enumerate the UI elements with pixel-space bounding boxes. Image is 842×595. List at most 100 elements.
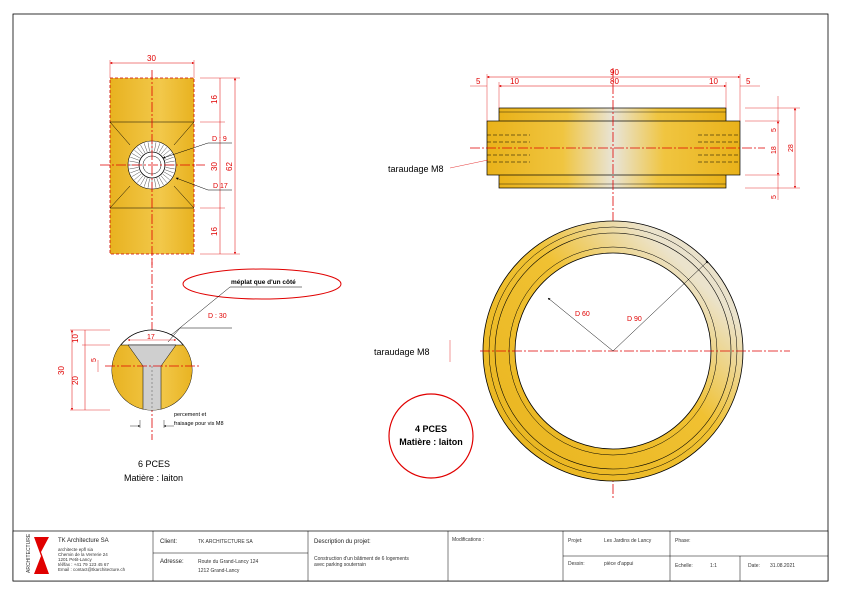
date-value: 31.08.2021 [770, 563, 795, 569]
dim-section-h: 30 [57, 366, 66, 375]
hatch-line [158, 177, 164, 186]
hatch-line [130, 156, 139, 161]
left-part-dimensions: 30 16 30 62 16 D : 9 D 17 [109, 54, 240, 255]
hatch-line [147, 178, 150, 188]
phase-label: Phase: [675, 538, 691, 544]
hatch-line [129, 167, 139, 170]
date-label: Date: [748, 563, 760, 569]
dim-h-top: 5 [771, 128, 778, 132]
dim-right-step: 10 [709, 77, 718, 86]
logo-text: ARCHITECTURE [26, 533, 32, 573]
hatch-line [131, 171, 140, 177]
address-label: Adresse: [160, 559, 184, 565]
thread-label-2: taraudage M8 [374, 347, 430, 357]
note-drilling-1: percement et [174, 412, 207, 418]
dim-d-small: D 60 [575, 311, 590, 318]
hatch-line [140, 144, 146, 153]
dessin-label: Dessin: [568, 561, 585, 567]
hatch-line [154, 142, 157, 152]
dim-top: 16 [210, 95, 219, 104]
client-label: Client: [160, 539, 177, 545]
hatch-line [160, 175, 167, 183]
modifications-label: Modifications : [452, 537, 484, 543]
dim-left-edge: 5 [476, 77, 481, 86]
hatch-line [165, 160, 175, 163]
hatch-line [147, 142, 150, 152]
hatch-line [143, 178, 148, 187]
dim-h-total: 28 [788, 144, 795, 152]
hatch-line [158, 144, 164, 153]
hatch-line [140, 177, 146, 186]
right-part-dimensions: 90 80 10 10 5 5 28 18 5 5 taraudage M8 [388, 68, 800, 200]
desc-label: Description du projet: [314, 539, 371, 545]
dim-left-step: 10 [510, 77, 519, 86]
hatch-line [156, 178, 161, 187]
company-line-3: 1201 Petit-Lancy [58, 557, 93, 562]
dim-h-bottom: 5 [771, 195, 778, 199]
hatch-line [130, 169, 139, 174]
hatch-line [129, 160, 139, 163]
desc-line-2: avec parking souterrain [314, 562, 366, 568]
note-drilling-2: fraisage pour vis M8 [174, 421, 224, 427]
address-line-2: 1212 Grand-Lancy [198, 568, 240, 574]
dim-section-d: D : 30 [208, 313, 227, 320]
company-line-2: Chemin de la Verrerie 24 [58, 552, 108, 557]
dim-mid: 30 [210, 162, 219, 171]
title-block: ARCHITECTURE TK Architecture SA architec… [12, 530, 829, 582]
hatch-line [154, 178, 157, 188]
echelle-label: Echelle: [675, 563, 693, 569]
address-line-1: Route du Grand-Lancy 124 [198, 559, 259, 565]
left-section-dimensions: D : 30 17 30 10 20 5 percement et fraisa… [57, 313, 232, 483]
dessin-value: pièce d'appui [604, 561, 633, 567]
dim-d-outer: D 17 [213, 183, 228, 190]
echelle-value: 1:1 [710, 563, 717, 569]
dim-section-h-bottom: 20 [71, 376, 80, 385]
right-qty: 4 PCES [415, 424, 447, 434]
dim-width: 30 [147, 54, 156, 63]
dim-total: 62 [225, 162, 234, 171]
thread-label-1: taraudage M8 [388, 164, 444, 174]
callout-flat-one-side: méplat que d'un côté [169, 268, 342, 337]
dim-right-edge: 5 [746, 77, 751, 86]
dim-d-large: D 90 [627, 316, 642, 323]
hatch-line [143, 143, 148, 152]
hatch-line [164, 171, 173, 177]
hatch-line [165, 169, 174, 174]
dim-d-inner: D : 9 [212, 136, 227, 143]
company-name: TK Architecture SA [58, 538, 109, 544]
left-part-section-view [105, 329, 200, 411]
hatch-line [160, 147, 167, 155]
right-part-ring-view: D 60 D 90 taraudage M8 [374, 220, 790, 482]
left-material: Matière : laiton [124, 473, 183, 483]
hatch-line [131, 153, 140, 159]
hatch-line [137, 147, 144, 155]
logo-mark: ARCHITECTURE [25, 533, 51, 575]
dim-bottom: 16 [210, 227, 219, 236]
dim-section-h-top: 10 [71, 334, 80, 343]
hatch-line [134, 173, 142, 180]
hatch-line [156, 143, 161, 152]
callout-text: méplat que d'un côté [231, 279, 296, 286]
company-line-4: tél/fax : +41 79 123 45 67 [58, 562, 109, 567]
hatch-line [134, 150, 142, 157]
right-qty-badge: 4 PCES Matière : laiton [388, 393, 474, 479]
dim-inner: 80 [610, 77, 619, 86]
hatch-line [162, 150, 170, 157]
dim-section-h-small: 5 [91, 358, 98, 362]
hatch-line [165, 156, 174, 161]
dim-h-mid: 18 [771, 146, 778, 154]
left-qty: 6 PCES [138, 459, 170, 469]
project-value: Les Jardins de Lancy [604, 538, 652, 544]
left-part-front-view [100, 70, 205, 265]
right-material: Matière : laiton [399, 437, 463, 447]
company-line-5: Email : contact@tkarchitecture.ch [58, 567, 126, 572]
dim-overall: 90 [610, 68, 619, 77]
project-label: Projet: [568, 538, 582, 544]
desc-line-1: Construction d'un bâtiment de 6 logement… [314, 556, 409, 562]
hatch-line [137, 175, 144, 183]
company-line-1: architecte epfl sia [58, 547, 94, 552]
hatch-line [162, 173, 170, 180]
client-value: TK ARCHITECTURE SA [198, 539, 253, 545]
dim-section-w: 17 [147, 334, 155, 341]
